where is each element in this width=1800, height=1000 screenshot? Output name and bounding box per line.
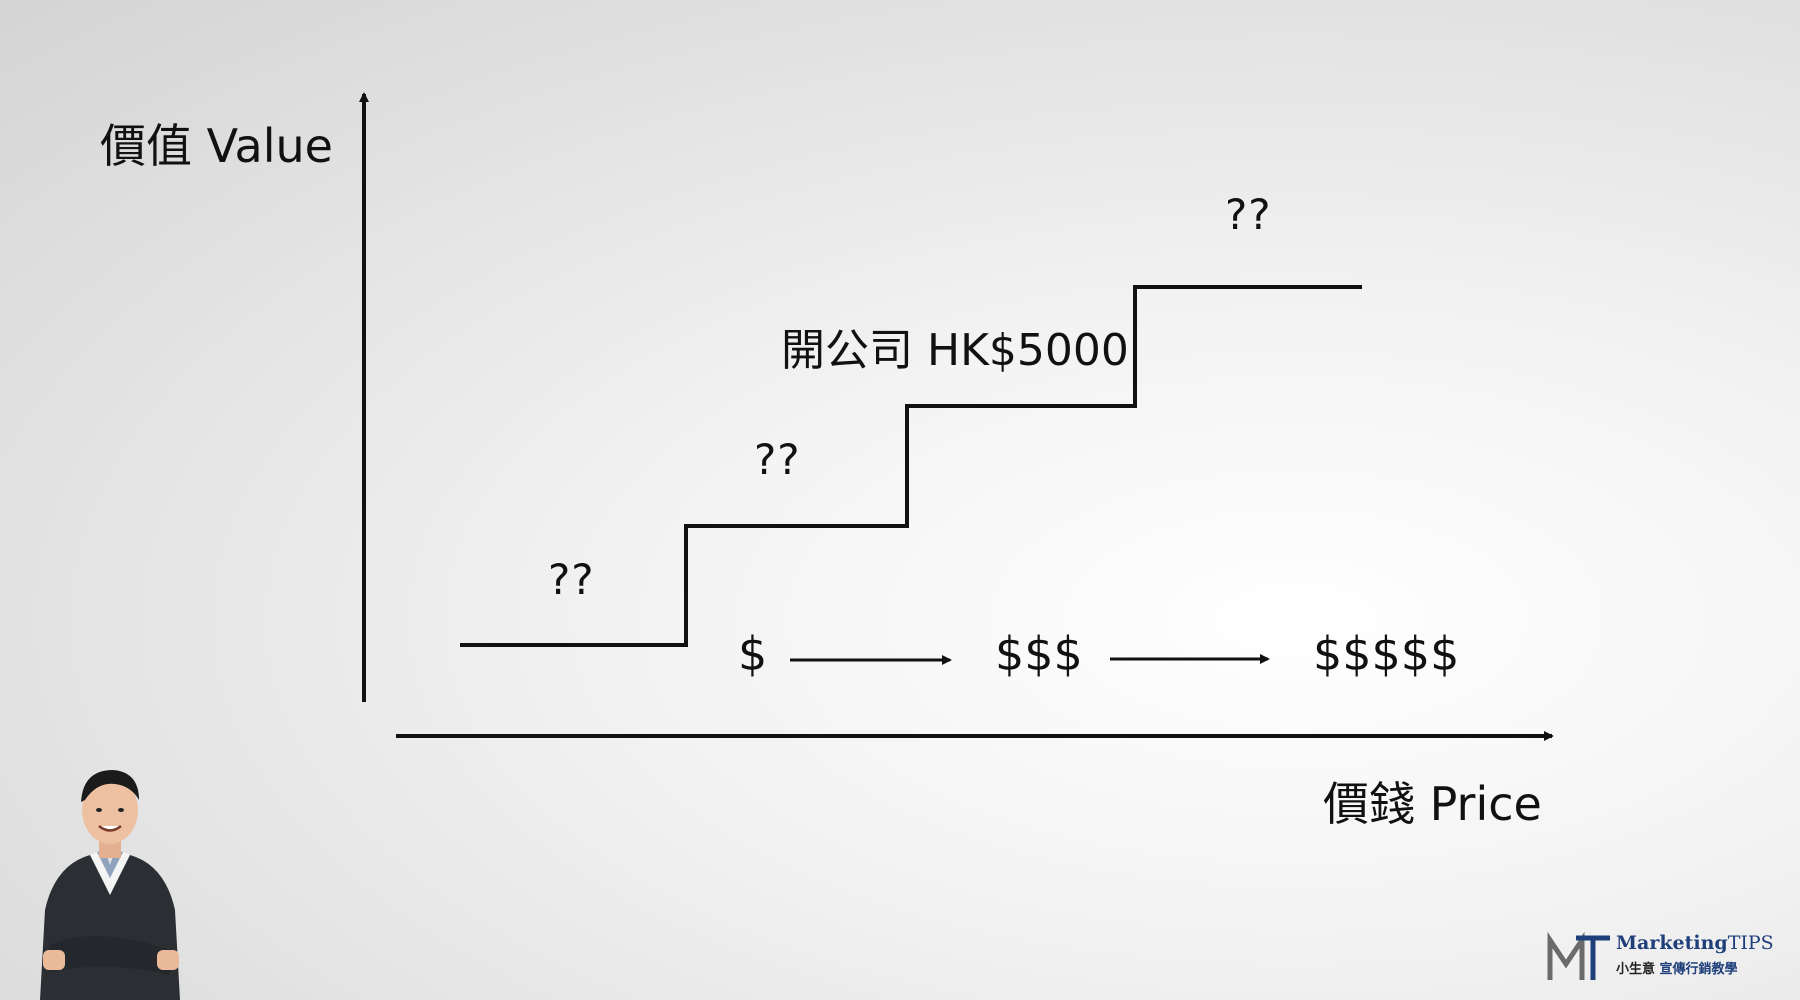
brand-logo: MarketingTIPS 小生意 宣傳行銷教學 xyxy=(1546,930,1786,984)
price-level-mid: $$$ xyxy=(995,627,1083,681)
brand-tagline: 小生意 宣傳行銷教學 xyxy=(1616,958,1738,977)
brand-name-suffix: TIPS xyxy=(1727,932,1774,954)
step2-question: ?? xyxy=(754,435,801,484)
brand-tagline-prefix: 小生意 xyxy=(1616,962,1656,977)
brand-name: MarketingTIPS xyxy=(1616,932,1774,954)
price-level-high: $$$$$ xyxy=(1313,627,1460,681)
staircase-line xyxy=(460,285,1362,647)
step4-question: ?? xyxy=(1225,190,1272,239)
brand-tagline-main: 宣傳行銷教學 xyxy=(1659,962,1738,977)
brand-name-main: Marketing xyxy=(1616,932,1728,954)
x-axis-label: 價錢 Price xyxy=(1323,777,1542,831)
step1-question: ?? xyxy=(548,555,595,604)
step3-label: 開公司 HK$5000 xyxy=(781,325,1129,376)
mt-logo-icon xyxy=(1547,932,1610,980)
y-axis-label: 價值 Value xyxy=(100,119,333,173)
price-level-low: $ xyxy=(738,627,768,681)
presenter-avatar xyxy=(40,770,180,1000)
